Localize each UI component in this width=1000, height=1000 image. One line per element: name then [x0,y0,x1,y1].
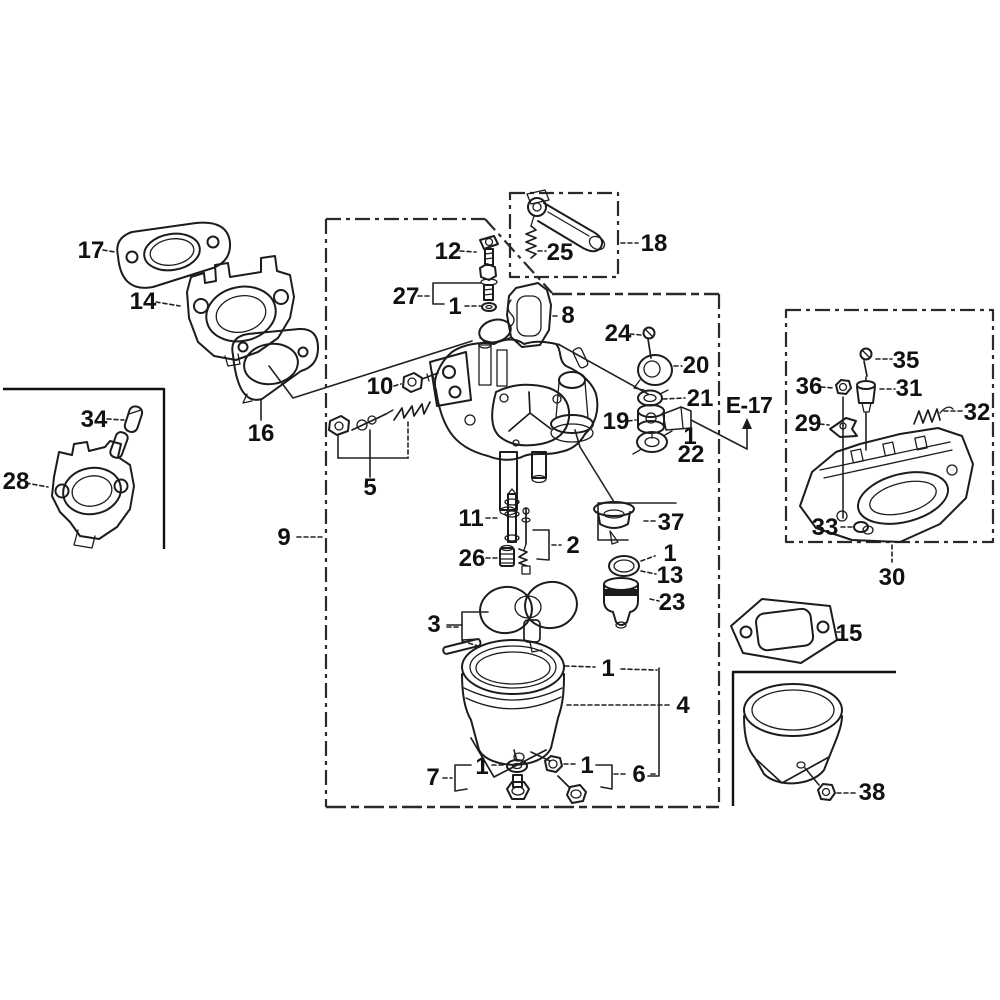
part-5-pilot-screw-set [328,401,431,436]
callout-22: 22 [678,441,705,468]
callout-26: 26 [459,545,486,572]
callout-34: 34 [81,406,108,433]
callout-1a: 1 [448,293,461,320]
part-31-nozzle [856,380,876,413]
callout-1e: 1 [475,753,488,780]
part-30-bracket-plate [799,376,974,543]
callout-36: 36 [796,373,823,400]
part-32-spring [913,406,954,425]
part-carburetor-body [429,318,599,516]
callout-4: 4 [676,692,690,719]
callout-11: 11 [458,505,483,532]
part-12-screw [479,235,499,266]
e17-arrowhead [742,418,752,429]
label-connector-dashes [25,242,964,794]
part-24-screw [642,326,656,359]
part-3-float [442,580,578,655]
callout-9: 9 [277,524,290,551]
callout-labels: 17 14 16 34 28 9 12 27 1 25 18 8 24 20 2… [3,230,991,806]
callout-1d: 1 [601,655,614,682]
part-33-clip [853,521,874,535]
part-5-spring [393,401,431,421]
leader-lines [260,282,752,792]
callout-20: 20 [683,352,710,379]
reference-e17: E-17 [726,392,773,418]
callout-15: 15 [836,620,863,647]
group-box-28 [3,387,166,549]
part-38-nut [817,783,836,801]
callout-38: 38 [859,779,886,806]
part-bolt-set-6 [544,755,587,804]
part-21-ring [637,389,669,407]
callout-6: 6 [632,761,645,788]
part-23-jet-holder [603,577,639,629]
callout-33: 33 [812,514,839,541]
group-box-9 [324,217,721,809]
group-box-18 [508,191,620,279]
callout-16: 16 [248,420,275,447]
part-15-gasket [730,598,838,664]
callout-5: 5 [363,474,376,501]
callout-19: 19 [603,408,630,435]
group-box-float-bowl [731,670,896,806]
callout-35: 35 [893,347,920,374]
part-17-gasket [116,221,232,289]
callout-28: 28 [3,468,30,495]
part-10-bolt [402,371,439,393]
callout-12: 12 [435,238,462,265]
part-13-o-ring [608,555,640,577]
callout-24: 24 [605,320,632,347]
part-36-nut [835,379,852,395]
callout-2: 2 [566,532,579,559]
part-18-lever-assembly [525,189,606,259]
callout-1f: 1 [580,752,593,779]
part-26-jet [499,544,515,567]
part-1-nut [544,755,563,773]
callout-21: 21 [687,385,714,412]
part-2-needle-set [518,507,531,575]
callout-8: 8 [561,302,574,329]
callout-18: 18 [641,230,668,257]
part-14-insulator [186,255,295,367]
callout-37: 37 [658,509,685,536]
callout-3: 3 [427,611,440,638]
callout-32: 32 [964,399,991,426]
callout-14: 14 [130,288,157,315]
callout-23: 23 [659,589,686,616]
part-11-nozzle [504,488,520,543]
part-drain-bolt-set [506,759,530,800]
part-8-plate [506,282,552,348]
part-27-screw-set [479,263,498,312]
part-35-screw [859,347,873,377]
callout-1c: 1 [663,540,676,567]
part-1-washer [481,302,497,312]
callout-25: 25 [547,239,574,266]
part-4-float-bowl [461,639,565,778]
callout-17: 17 [78,237,105,264]
part-16-gasket [231,327,319,404]
callout-13: 13 [657,562,684,589]
part-float-pin [442,638,482,655]
part-28-insulator [51,431,135,549]
callout-30: 30 [879,564,906,591]
part-1-sealing-washer [506,759,528,773]
part-float-bowl-inset [743,683,843,786]
part-19-valve-assembly [637,404,665,434]
callout-29: 29 [795,410,822,437]
part-20-valve-seat [633,354,673,391]
callout-7: 7 [426,764,439,791]
callout-1b: 1 [683,423,696,450]
callout-27: 27 [393,283,420,310]
part-22-clip [632,430,673,455]
callout-31: 31 [896,375,923,402]
part-34-pin [123,405,144,433]
callout-10: 10 [367,373,394,400]
part-25-spring [525,225,537,259]
